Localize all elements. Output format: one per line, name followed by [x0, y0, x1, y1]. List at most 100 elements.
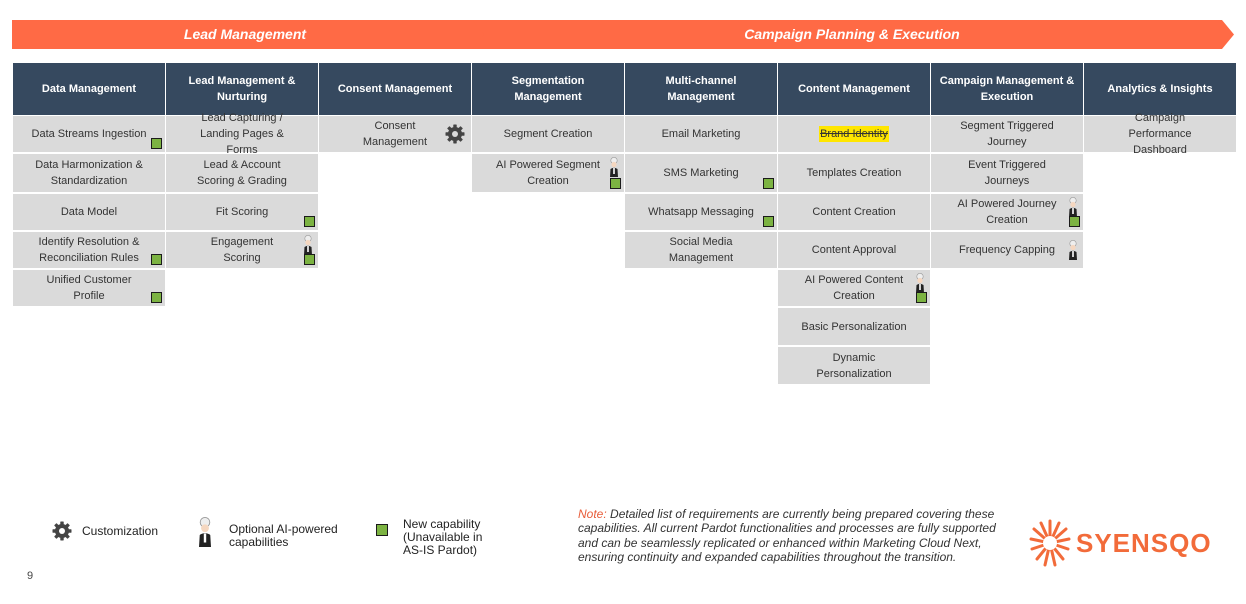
column-header: Segmentation Management: [472, 63, 624, 115]
capability-label: Segment Creation: [503, 128, 593, 140]
capability-label: Event Triggered Journeys: [968, 159, 1046, 187]
legend-customization-label: Customization: [82, 523, 159, 538]
banner-campaign-planning: Campaign Planning & Execution: [472, 20, 1236, 49]
column-header: Data Management: [13, 63, 165, 115]
ai-assistant-icon: [199, 517, 211, 547]
capability-cell: Identify Resolution & Reconciliation Rul…: [13, 232, 165, 268]
column-consent-management: Consent Management Consent Management: [319, 63, 471, 154]
capability-label: Content Approval: [811, 244, 897, 256]
capability-label: Unified Customer Profile: [46, 274, 132, 302]
ai-assistant-icon: [916, 273, 924, 293]
ai-assistant-icon: [304, 235, 312, 255]
capability-label: Consent Management: [362, 120, 428, 148]
capability-cell: Engagement Scoring: [166, 232, 318, 268]
note-body: Detailed list of requirements are curren…: [578, 507, 996, 564]
column-header: Lead Management & Nurturing: [166, 63, 318, 115]
new-capability-square-icon: [151, 254, 162, 265]
capability-label: Campaign Performance Dashboard: [1128, 112, 1192, 156]
capability-label: Lead Capturing / Landing Pages & Forms: [200, 112, 284, 156]
capability-label: Data Streams Ingestion: [31, 128, 147, 140]
capability-cell: Data Model: [13, 194, 165, 230]
new-capability-square-icon: [916, 292, 927, 303]
capability-cell: Brand Identity: [778, 116, 930, 152]
capability-label: Content Creation: [812, 206, 896, 218]
note-label: Note:: [578, 507, 607, 521]
new-capability-square-icon: [610, 178, 621, 189]
capability-label: Dynamic Personalization: [816, 351, 892, 380]
capability-cell: Data Harmonization & Standardization: [13, 154, 165, 192]
ai-assistant-icon: [610, 157, 618, 177]
banner-arrow-shape: [472, 20, 1234, 49]
capability-label: Email Marketing: [661, 128, 741, 140]
ai-assistant-icon: [1069, 240, 1077, 260]
banner-arrow-shape: [12, 20, 490, 49]
page-number: 9: [27, 570, 34, 582]
capability-label: Segment Triggered Journey: [960, 120, 1054, 148]
banner-campaign-planning-label: Campaign Planning & Execution: [744, 26, 960, 42]
capability-cell: AI Powered Content Creation: [778, 270, 930, 306]
capability-label: Data Harmonization & Standardization: [35, 159, 143, 187]
capability-cell: Content Creation: [778, 194, 930, 230]
column-header: Content Management: [778, 63, 930, 115]
capability-label-struck: Brand Identity: [819, 126, 889, 142]
capability-label: Templates Creation: [806, 167, 902, 179]
column-segmentation-management: Segmentation Management Segment Creation…: [472, 63, 624, 194]
capability-label: Identify Resolution & Reconciliation Rul…: [38, 236, 140, 264]
capability-cell: Segment Triggered Journey: [931, 116, 1083, 152]
capability-cell: Dynamic Personalization: [778, 347, 930, 384]
new-capability-square-icon: [304, 216, 315, 227]
new-capability-square-icon: [304, 254, 315, 265]
column-data-management: Data Management Data Streams Ingestion D…: [13, 63, 165, 308]
column-header: Multi-channel Management: [625, 63, 777, 115]
capability-cell: Basic Personalization: [778, 308, 930, 345]
legend-ai: Optional AI-powered capabilities: [196, 515, 359, 549]
legend-new-capability: New capability (Unavailable in AS-IS Par…: [376, 518, 503, 557]
capability-cell: SMS Marketing: [625, 154, 777, 192]
capability-label: AI Powered Journey Creation: [957, 198, 1057, 226]
column-lead-management-nurturing: Lead Management & Nurturing Lead Capturi…: [166, 63, 318, 270]
capability-cell: AI Powered Journey Creation: [931, 194, 1083, 230]
capability-cell: Consent Management: [319, 116, 471, 152]
column-header: Analytics & Insights: [1084, 63, 1236, 115]
capability-cell: Email Marketing: [625, 116, 777, 152]
capability-label: Basic Personalization: [801, 320, 907, 333]
new-capability-square-icon: [1069, 216, 1080, 227]
new-capability-square-icon: [376, 524, 388, 536]
capability-cell: Data Streams Ingestion: [13, 116, 165, 152]
capability-cell: AI Powered Segment Creation: [472, 154, 624, 192]
capability-label: Engagement Scoring: [210, 236, 274, 264]
capability-cell: Templates Creation: [778, 154, 930, 192]
capability-label: Frequency Capping: [958, 244, 1055, 256]
ai-assistant-icon: [1069, 197, 1077, 217]
capability-cell: Unified Customer Profile: [13, 270, 165, 306]
logo-mark-icon: [1029, 519, 1071, 567]
capability-cell: Content Approval: [778, 232, 930, 268]
column-campaign-management-execution: Campaign Management & Execution Segment …: [931, 63, 1083, 270]
capability-cell: Social Media Management: [625, 232, 777, 268]
gear-icon: [445, 124, 465, 144]
capability-cell: Event Triggered Journeys: [931, 154, 1083, 192]
capability-label: Data Model: [60, 206, 118, 218]
capability-label: Lead & Account Scoring & Grading: [197, 159, 287, 187]
capability-cell: Segment Creation: [472, 116, 624, 152]
new-capability-square-icon: [151, 292, 162, 303]
capability-cell: Lead Capturing / Landing Pages & Forms: [166, 112, 318, 156]
legend-new-capability-label: New capability (Unavailable in AS-IS Par…: [403, 517, 483, 557]
column-content-management: Content Management Brand Identity Templa…: [778, 63, 930, 386]
capability-cell: Campaign Performance Dashboard: [1084, 112, 1236, 156]
column-multi-channel-management: Multi-channel Management Email Marketing…: [625, 63, 777, 270]
logo-wordmark: SYENSQO: [1076, 527, 1212, 558]
legend-customization: Customization: [52, 521, 158, 541]
banner-lead-management: Lead Management: [12, 20, 492, 49]
new-capability-square-icon: [151, 138, 162, 149]
column-analytics-insights: Analytics & Insights Campaign Performanc…: [1084, 63, 1236, 156]
syensqo-logo: SYENSQO: [1028, 515, 1212, 571]
gear-icon: [52, 521, 72, 541]
note-text: Note: Detailed list of requirements are …: [578, 507, 1008, 564]
column-header: Consent Management: [319, 63, 471, 115]
capability-cell: Fit Scoring: [166, 194, 318, 230]
capability-label: AI Powered Segment Creation: [496, 159, 600, 187]
new-capability-square-icon: [763, 216, 774, 227]
legend-ai-label: Optional AI-powered capabilities: [229, 522, 338, 549]
banner-lead-management-label: Lead Management: [183, 26, 307, 42]
